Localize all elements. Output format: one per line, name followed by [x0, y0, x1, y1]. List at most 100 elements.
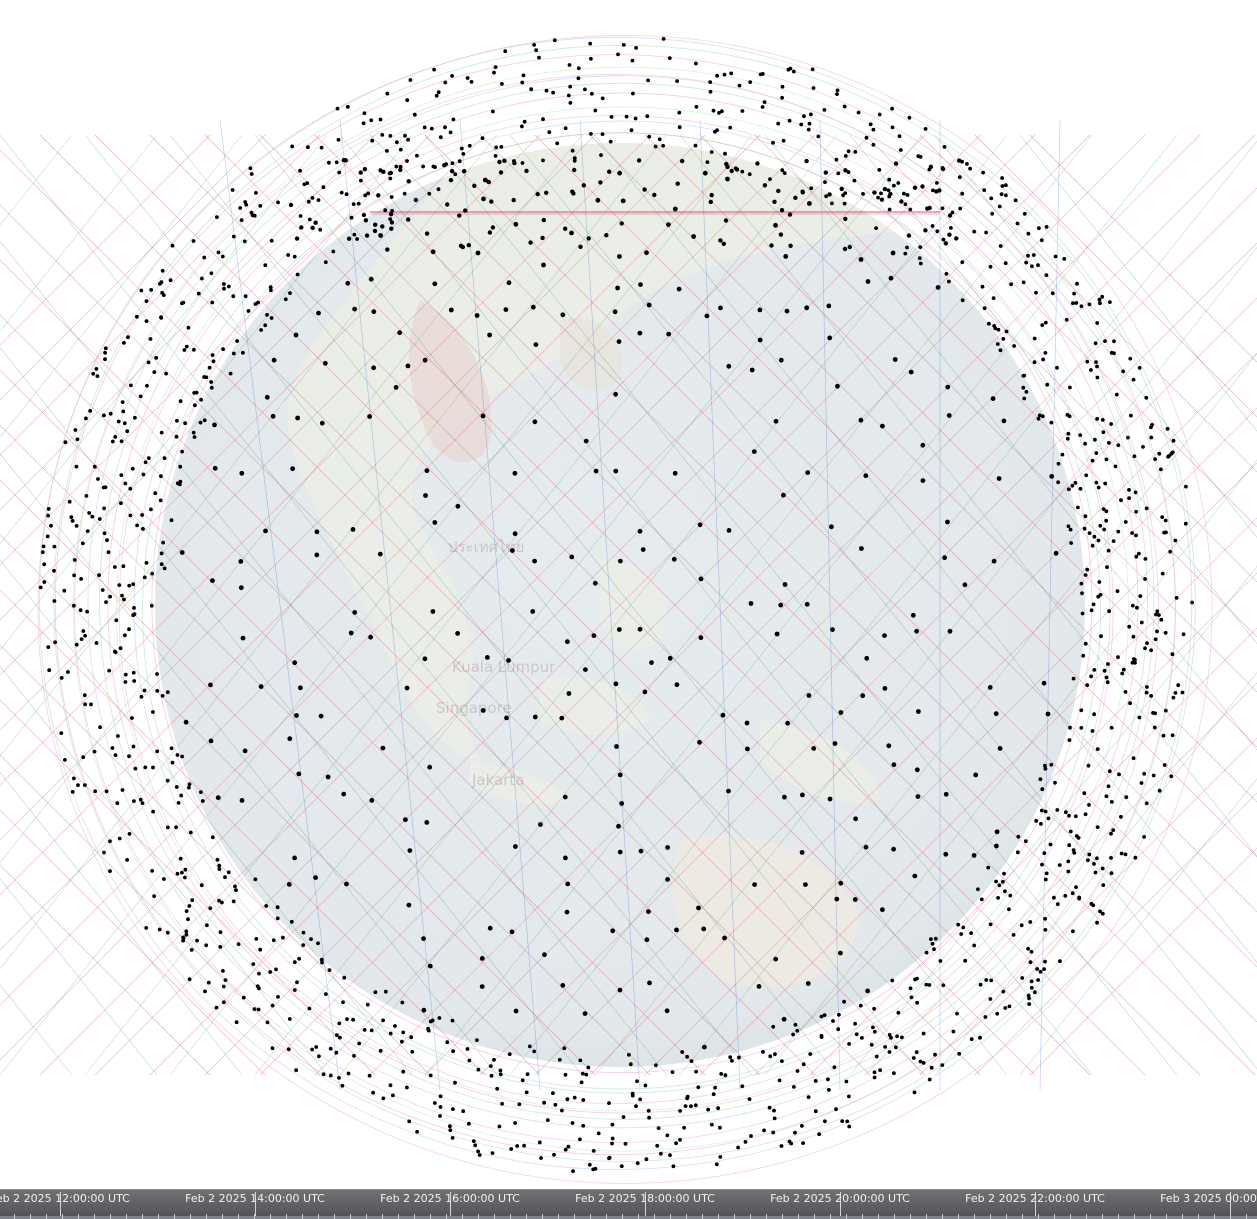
satellite-marker[interactable]	[647, 980, 652, 986]
satellite-marker[interactable]	[188, 830, 193, 835]
satellite-marker[interactable]	[941, 237, 946, 242]
satellite-marker[interactable]	[1109, 350, 1114, 355]
satellite-marker[interactable]	[127, 754, 131, 759]
satellite-marker[interactable]	[1121, 369, 1125, 374]
satellite-marker[interactable]	[513, 844, 518, 849]
satellite-marker[interactable]	[674, 682, 680, 688]
satellite-marker[interactable]	[371, 365, 376, 371]
satellite-marker[interactable]	[497, 159, 502, 165]
satellite-marker[interactable]	[723, 1073, 728, 1078]
satellite-marker[interactable]	[1062, 257, 1067, 261]
satellite-marker[interactable]	[1100, 418, 1105, 422]
satellite-marker[interactable]	[1022, 373, 1027, 378]
satellite-marker[interactable]	[858, 417, 864, 423]
satellite-marker[interactable]	[791, 1032, 795, 1037]
satellite-marker[interactable]	[314, 552, 320, 558]
satellite-marker[interactable]	[1145, 685, 1149, 689]
satellite-marker[interactable]	[463, 208, 468, 213]
satellite-marker[interactable]	[406, 137, 410, 142]
satellite-marker[interactable]	[811, 746, 817, 751]
satellite-marker[interactable]	[743, 1140, 748, 1144]
satellite-marker[interactable]	[935, 181, 939, 185]
satellite-marker[interactable]	[388, 1031, 393, 1036]
satellite-marker[interactable]	[940, 166, 945, 170]
satellite-marker[interactable]	[184, 344, 189, 349]
satellite-marker[interactable]	[787, 118, 792, 123]
satellite-marker[interactable]	[310, 225, 315, 230]
satellite-marker[interactable]	[619, 801, 625, 806]
satellite-marker[interactable]	[176, 801, 181, 805]
satellite-marker[interactable]	[334, 1050, 339, 1055]
satellite-marker[interactable]	[826, 303, 832, 309]
satellite-marker[interactable]	[253, 877, 258, 882]
satellite-marker[interactable]	[957, 1051, 962, 1056]
satellite-marker[interactable]	[1053, 254, 1058, 259]
satellite-marker[interactable]	[802, 114, 806, 119]
satellite-marker[interactable]	[807, 121, 812, 126]
satellite-marker[interactable]	[1000, 176, 1004, 180]
satellite-marker[interactable]	[90, 514, 95, 519]
satellite-marker[interactable]	[178, 399, 183, 404]
satellite-marker[interactable]	[1020, 976, 1025, 980]
satellite-marker[interactable]	[705, 160, 710, 165]
satellite-marker[interactable]	[634, 1104, 638, 1108]
satellite-marker[interactable]	[1170, 652, 1175, 657]
satellite-marker[interactable]	[67, 499, 72, 504]
satellite-marker[interactable]	[940, 1063, 945, 1067]
satellite-marker[interactable]	[1064, 317, 1069, 322]
satellite-marker[interactable]	[804, 305, 810, 311]
satellite-marker[interactable]	[958, 206, 963, 211]
satellite-marker[interactable]	[314, 529, 320, 535]
satellite-marker[interactable]	[239, 798, 245, 803]
satellite-marker[interactable]	[586, 1065, 591, 1070]
satellite-marker[interactable]	[42, 562, 47, 567]
satellite-marker[interactable]	[892, 183, 896, 188]
satellite-marker[interactable]	[299, 225, 304, 230]
satellite-marker[interactable]	[647, 1115, 651, 1120]
satellite-marker[interactable]	[726, 788, 731, 794]
satellite-marker[interactable]	[103, 357, 107, 362]
satellite-marker[interactable]	[987, 685, 993, 690]
satellite-marker[interactable]	[169, 518, 174, 523]
satellite-marker[interactable]	[1097, 580, 1102, 584]
satellite-marker[interactable]	[847, 1042, 851, 1046]
satellite-marker[interactable]	[827, 1088, 831, 1092]
satellite-marker[interactable]	[1043, 916, 1047, 921]
satellite-marker[interactable]	[307, 1006, 312, 1011]
satellite-marker[interactable]	[82, 693, 87, 698]
satellite-marker[interactable]	[1067, 813, 1071, 818]
satellite-marker[interactable]	[1095, 856, 1099, 861]
satellite-marker[interactable]	[1068, 527, 1073, 532]
satellite-marker[interactable]	[1091, 602, 1096, 607]
satellite-marker[interactable]	[664, 1008, 670, 1014]
satellite-marker[interactable]	[697, 522, 703, 528]
satellite-marker[interactable]	[210, 835, 215, 840]
satellite-marker[interactable]	[182, 348, 187, 352]
satellite-marker[interactable]	[532, 43, 536, 47]
satellite-marker[interactable]	[960, 260, 965, 265]
satellite-marker[interactable]	[538, 822, 543, 827]
satellite-marker[interactable]	[1099, 634, 1103, 639]
satellite-marker[interactable]	[432, 520, 438, 525]
satellite-marker[interactable]	[490, 225, 496, 230]
satellite-marker[interactable]	[584, 1072, 589, 1077]
satellite-marker[interactable]	[591, 1149, 596, 1153]
satellite-marker[interactable]	[908, 369, 914, 375]
satellite-marker[interactable]	[294, 236, 300, 241]
satellite-marker[interactable]	[1143, 577, 1147, 581]
satellite-marker[interactable]	[104, 789, 109, 794]
satellite-marker[interactable]	[761, 1050, 765, 1054]
satellite-marker[interactable]	[1031, 253, 1036, 257]
satellite-marker[interactable]	[740, 1084, 745, 1089]
satellite-marker[interactable]	[782, 171, 787, 176]
satellite-marker[interactable]	[702, 1044, 707, 1050]
satellite-marker[interactable]	[993, 711, 999, 717]
satellite-marker[interactable]	[776, 188, 781, 194]
satellite-marker[interactable]	[371, 1090, 375, 1095]
satellite-marker[interactable]	[678, 1137, 682, 1142]
satellite-marker[interactable]	[560, 312, 566, 318]
satellite-marker[interactable]	[63, 758, 67, 762]
satellite-marker[interactable]	[879, 197, 885, 202]
satellite-marker[interactable]	[1080, 591, 1084, 596]
satellite-marker[interactable]	[871, 142, 876, 147]
